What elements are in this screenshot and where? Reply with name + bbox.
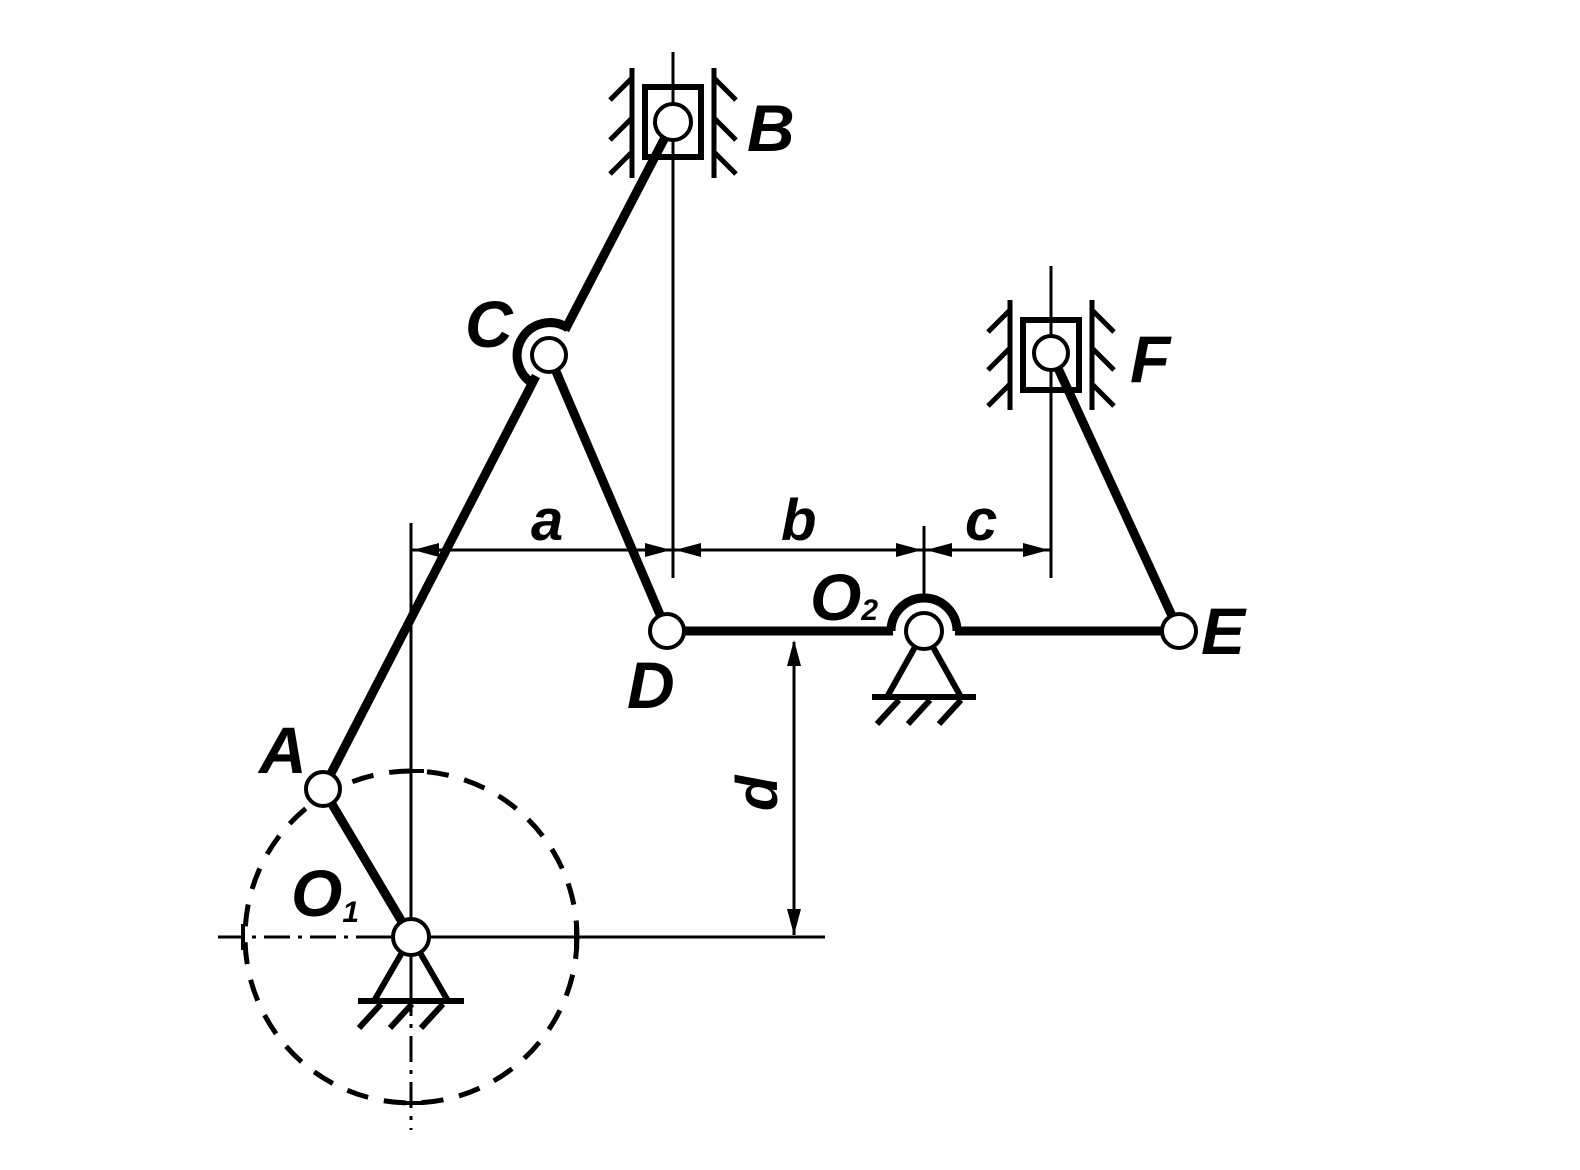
- hatch: [905, 697, 933, 727]
- arrow-c-left: [926, 543, 952, 557]
- arrow-b-left: [675, 543, 701, 557]
- c-joint-housing: [512, 318, 571, 387]
- hatch: [986, 308, 1012, 334]
- point-labels: B C F D E A O1 O2: [257, 91, 1247, 930]
- link-o1-a: [319, 786, 415, 940]
- dimension-labels: a b c d: [531, 488, 997, 811]
- dimension-label-b: b: [781, 488, 816, 553]
- hatch: [712, 150, 738, 176]
- label-b: B: [747, 91, 795, 165]
- label-f: F: [1130, 322, 1172, 396]
- arrow-a-left: [413, 543, 439, 557]
- joints: [304, 102, 1198, 957]
- o2-joint-housing: [886, 593, 962, 632]
- link-a-c: [319, 373, 540, 792]
- hatch: [608, 76, 634, 102]
- slider-b-block: [642, 84, 704, 160]
- label-o1: O1: [291, 856, 359, 930]
- hatch: [608, 150, 634, 176]
- support-o1: [356, 935, 464, 1031]
- arrow-a-right: [645, 543, 671, 557]
- link-c-b: [561, 119, 677, 333]
- link-e-f: [1046, 351, 1184, 633]
- hatch: [712, 116, 738, 142]
- label-d: D: [627, 648, 675, 722]
- joint-a: [304, 770, 342, 808]
- hatch: [874, 697, 902, 727]
- label-o2: O2: [810, 560, 878, 634]
- joint-o2: [904, 611, 944, 651]
- dimension-label-d: d: [725, 774, 790, 811]
- arrow-c-right: [1023, 543, 1049, 557]
- dimension-label-c: c: [965, 488, 997, 553]
- slider-f-block: [1020, 317, 1082, 393]
- hatch: [986, 346, 1012, 372]
- hatch: [986, 382, 1012, 408]
- crank-path-circle: [242, 768, 580, 1106]
- slider-b-assembly: [608, 68, 738, 178]
- slider-f-assembly: [986, 300, 1116, 410]
- joint-f: [1032, 334, 1070, 372]
- dimension-label-a: a: [531, 488, 563, 553]
- hatch: [1090, 346, 1116, 372]
- link-c-d: [544, 353, 672, 633]
- hatch: [936, 697, 964, 727]
- hatch: [356, 1001, 384, 1031]
- hatch: [1090, 382, 1116, 408]
- label-a: A: [257, 713, 307, 787]
- arrow-d-top: [787, 640, 801, 666]
- label-e: E: [1201, 594, 1247, 668]
- hatch: [387, 1001, 415, 1031]
- hatch: [608, 116, 634, 142]
- joint-c: [530, 336, 568, 374]
- joint-o1: [391, 917, 431, 957]
- arrow-b-right: [896, 543, 922, 557]
- hatch: [1090, 308, 1116, 334]
- arrow-d-bottom: [787, 909, 801, 935]
- hatch: [418, 1001, 446, 1031]
- joint-e: [1160, 612, 1198, 650]
- joint-b: [653, 102, 693, 142]
- construction-lines: [218, 52, 1053, 1130]
- joint-d: [648, 612, 686, 650]
- label-c: C: [465, 287, 514, 361]
- hatch: [712, 76, 738, 102]
- dimension-arrows: [413, 543, 1049, 935]
